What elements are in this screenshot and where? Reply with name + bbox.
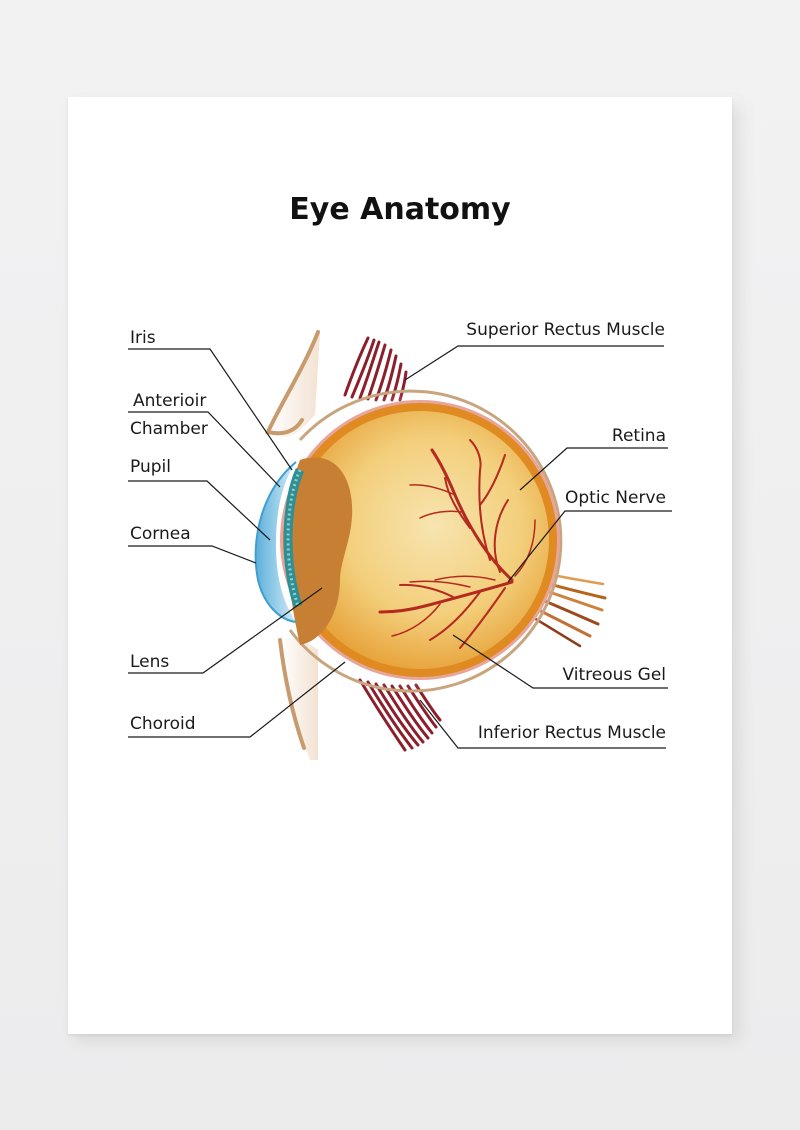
iris-leader xyxy=(128,348,293,471)
inferior-rectus-leader xyxy=(419,699,666,749)
label-anterior-line1: Anterioir xyxy=(133,391,206,411)
label-inferior-rectus: Inferior Rectus Muscle xyxy=(478,723,666,743)
vitreous-gel-leader xyxy=(452,634,668,689)
label-vitreous-gel: Vitreous Gel xyxy=(562,665,666,685)
leader-lines-left xyxy=(128,348,346,738)
optic-nerve-leader xyxy=(507,510,672,583)
label-iris: Iris xyxy=(130,328,156,348)
label-lens: Lens xyxy=(130,652,169,672)
retina-leader xyxy=(519,447,668,491)
superior-rectus-leader xyxy=(404,345,664,381)
pupil-leader xyxy=(128,480,271,541)
lower-eyelid xyxy=(278,638,318,760)
sclera xyxy=(288,389,563,693)
anterior-chamber-leader xyxy=(128,411,281,488)
lens-leader xyxy=(128,587,323,674)
cornea xyxy=(254,461,297,623)
lens xyxy=(287,457,353,645)
leader-lines-right xyxy=(404,345,672,749)
cornea-leader xyxy=(128,545,257,564)
iris xyxy=(283,468,305,608)
label-pupil: Pupil xyxy=(130,457,171,477)
label-retina: Retina xyxy=(612,426,666,446)
upper-eyelid xyxy=(265,330,320,437)
eyeball xyxy=(287,407,553,673)
label-anterior-line2: Chamber xyxy=(130,419,208,439)
choroid-leader xyxy=(128,661,346,738)
label-optic-nerve: Optic Nerve xyxy=(565,488,666,508)
retinal-blood-vessels xyxy=(378,439,536,649)
label-cornea: Cornea xyxy=(130,524,191,544)
label-superior-rectus: Superior Rectus Muscle xyxy=(466,320,665,340)
page-title: Eye Anatomy xyxy=(289,192,511,227)
label-choroid: Choroid xyxy=(130,714,196,734)
